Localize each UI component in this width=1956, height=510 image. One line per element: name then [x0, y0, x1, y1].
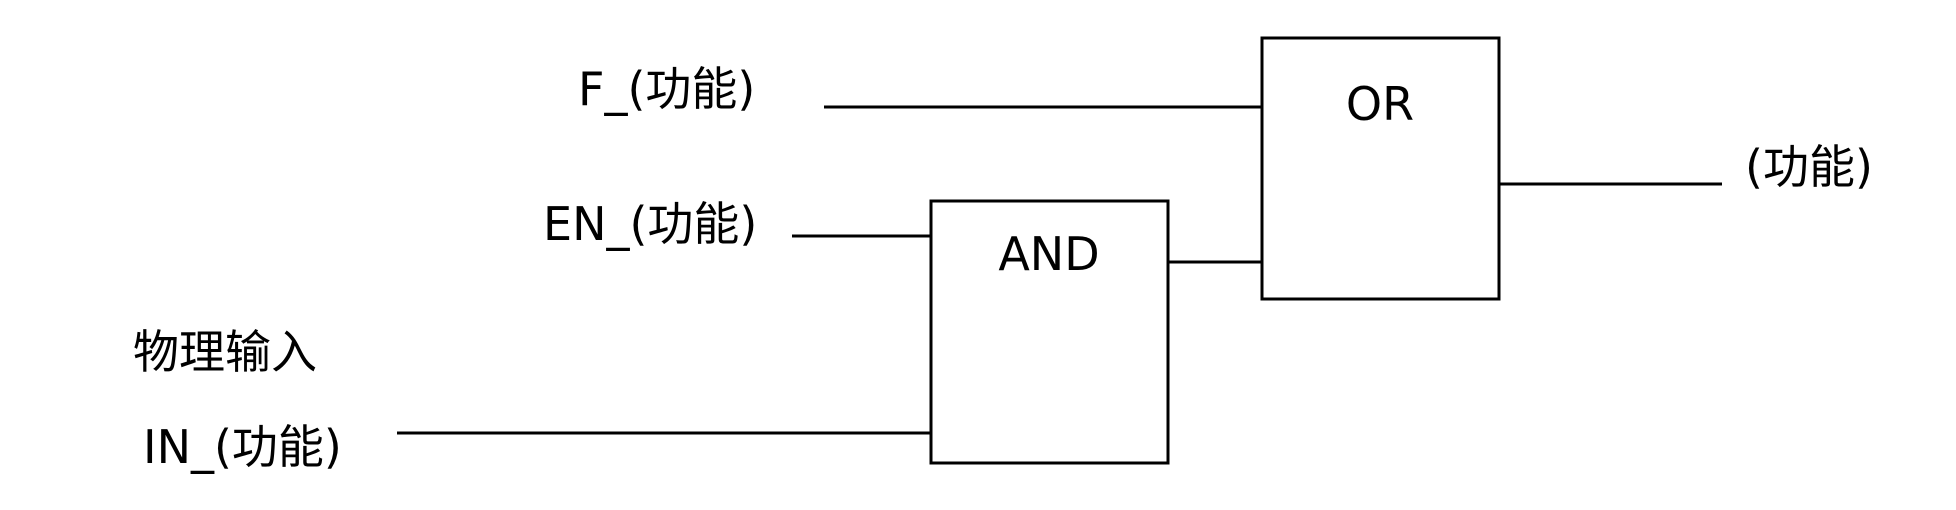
output-label: (功能) — [1745, 140, 1873, 194]
physical-input-heading: 物理输入 — [133, 325, 317, 379]
and-gate-label: AND — [998, 227, 1099, 281]
and-gate-box — [929, 199, 1170, 465]
or-gate-label: OR — [1346, 77, 1414, 131]
en-input-label: EN_(功能) — [543, 197, 757, 251]
or-gate-box — [1260, 36, 1501, 301]
in-input-label: IN_(功能) — [143, 420, 342, 474]
f-input-label: F_(功能) — [578, 62, 755, 116]
